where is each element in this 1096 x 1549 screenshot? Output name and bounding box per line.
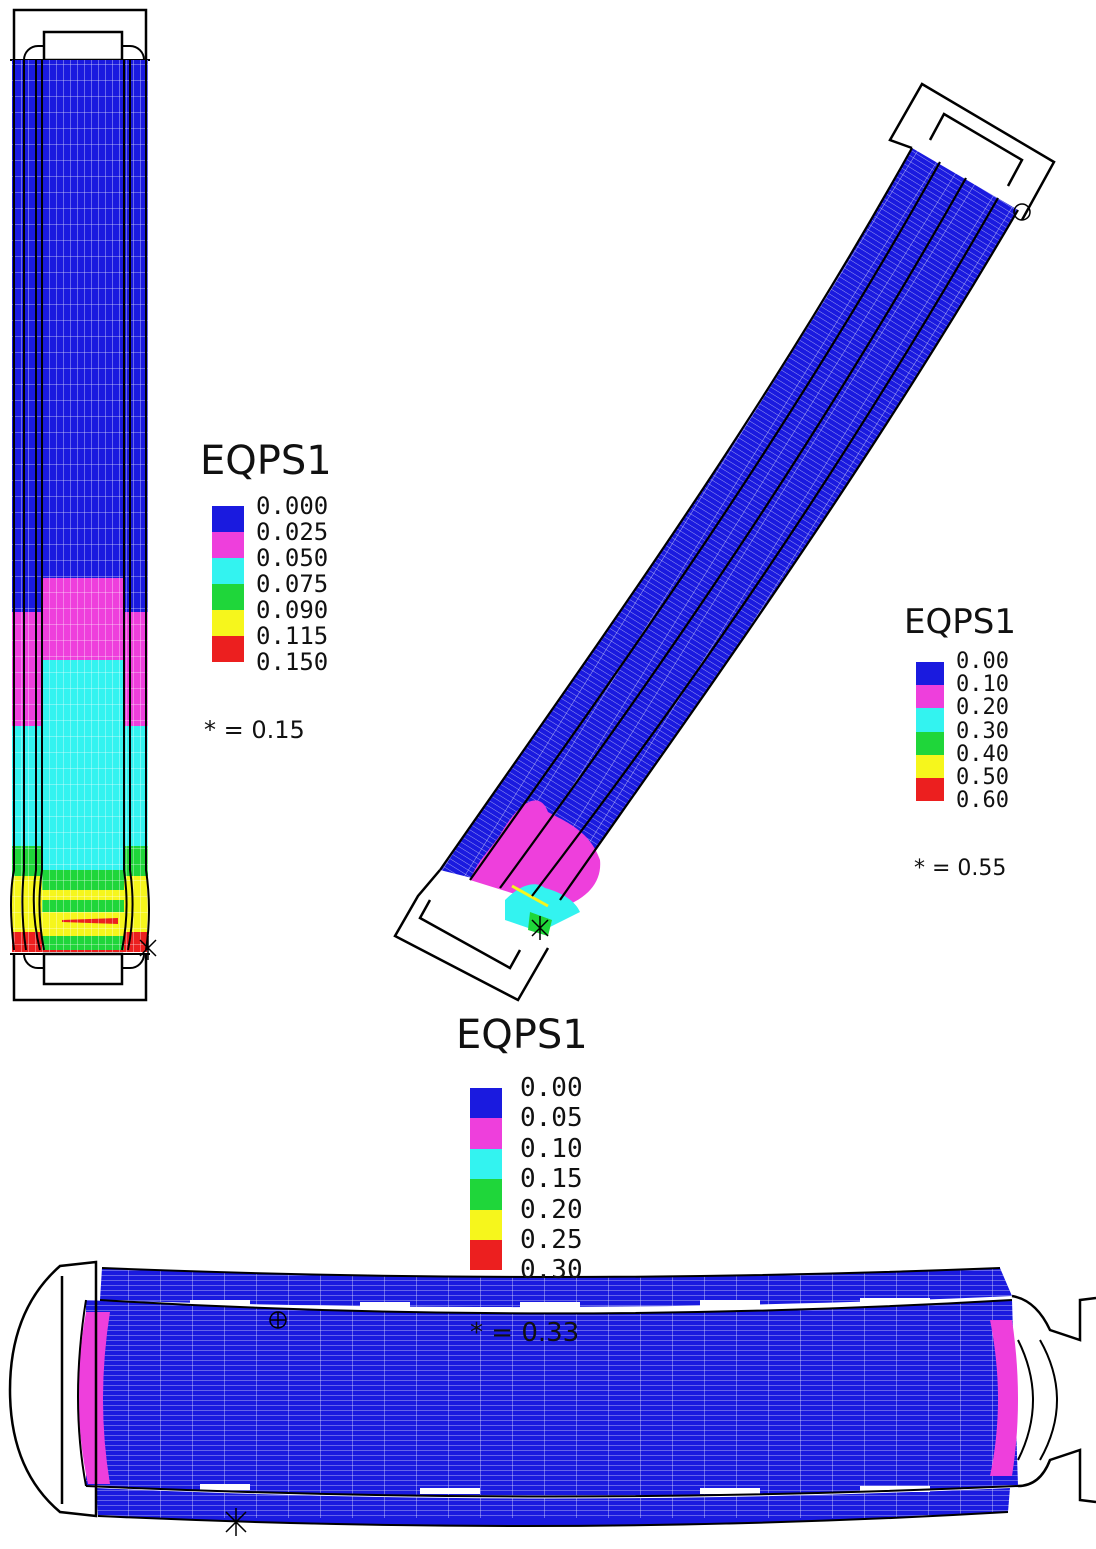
max-value-note: * = 0.33 [470, 1318, 580, 1348]
right-end-magenta [990, 1320, 1018, 1476]
tick-label: 0.00 [956, 649, 1009, 674]
color-scale [916, 662, 944, 802]
tick-label: 0.10 [520, 1133, 583, 1164]
swatch-cyan [916, 708, 944, 732]
legend-title: EQPS1 [456, 1012, 588, 1058]
left-end-magenta [78, 1312, 110, 1484]
swatch-red [916, 777, 944, 802]
tick-label: 0.090 [256, 596, 329, 624]
column-outlines [10, 60, 150, 951]
tick-label: 0.40 [956, 741, 1009, 767]
bottom-fixture [12, 954, 148, 1002]
max-value-note: * = 0.55 [914, 856, 1007, 881]
legend-title: EQPS1 [904, 602, 1016, 642]
legend-title: EQPS1 [200, 438, 332, 484]
swatch-green [916, 731, 944, 755]
tick-label: 0.115 [256, 622, 329, 650]
tick-label: 0.050 [256, 544, 329, 572]
left-fixture [8, 1260, 98, 1518]
horizontal-column-model [8, 1260, 1096, 1536]
swatch-red [212, 636, 244, 662]
tick-label: 0.30 [520, 1255, 583, 1286]
straight-column-model [10, 8, 157, 1002]
swatch-cyan [470, 1148, 502, 1180]
tick-label: 0.15 [520, 1164, 583, 1195]
color-scale [470, 1088, 502, 1271]
swatch-green [212, 584, 244, 610]
swatch-yellow [212, 610, 244, 636]
max-value-note: * = 0.15 [204, 716, 305, 744]
swatch-cyan [212, 558, 244, 584]
swatch-green [470, 1179, 502, 1210]
tick-label: 0.05 [520, 1103, 583, 1134]
swatch-magenta [470, 1118, 502, 1149]
tick-label: 0.025 [256, 518, 329, 546]
bottom-fixture-block [42, 952, 124, 986]
color-scale [212, 506, 244, 662]
tick-label: 0.150 [256, 648, 329, 676]
tick-label: 0.25 [520, 1224, 583, 1255]
swatch-blue [212, 506, 244, 532]
bent-magenta-zone [470, 800, 601, 908]
swatch-yellow [470, 1209, 502, 1240]
swatch-blue [916, 662, 944, 686]
tick-label: 0.50 [956, 764, 1009, 790]
swatch-magenta [212, 532, 244, 558]
tick-label: 0.20 [956, 695, 1009, 721]
tick-label: 0.60 [956, 788, 1009, 814]
bent-cyan-zone [505, 884, 580, 932]
node-marker [269, 1311, 287, 1329]
bent-bottom-fixture [393, 869, 550, 1002]
swatch-blue [470, 1088, 502, 1119]
bent-column-model [393, 82, 1056, 1002]
horizontal-max-marker [225, 1508, 247, 1536]
max-marker [139, 936, 157, 960]
swatch-red [470, 1239, 502, 1271]
tick-label: 0.000 [256, 492, 329, 520]
top-fixture-block [42, 30, 124, 62]
top-fixture [12, 8, 148, 60]
tick-label: 0.075 [256, 570, 329, 598]
bent-max-marker [531, 916, 549, 940]
bent-top-fixture [888, 82, 1056, 221]
tick-label: 0.00 [520, 1073, 583, 1103]
tick-label: 0.10 [956, 672, 1009, 698]
tick-label: 0.20 [520, 1194, 583, 1225]
swatch-yellow [916, 754, 944, 778]
right-fixture [1011, 1294, 1096, 1342]
tick-label: 0.30 [956, 718, 1009, 744]
swatch-magenta [916, 685, 944, 709]
